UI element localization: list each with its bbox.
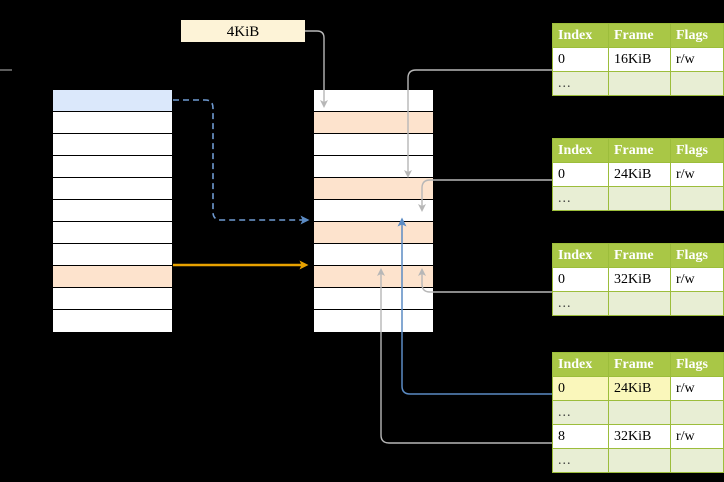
cell-flags: r/w bbox=[670, 376, 724, 401]
column-header-frame: Frame bbox=[608, 138, 671, 163]
physical-cell-1 bbox=[314, 112, 433, 134]
column-header-frame: Frame bbox=[608, 243, 671, 268]
cell-index: 0 bbox=[552, 267, 609, 292]
virtual-cell-10 bbox=[53, 310, 172, 332]
cell-index: ... bbox=[552, 400, 609, 425]
column-header-flags: Flags bbox=[670, 243, 724, 268]
column-header-index: Index bbox=[552, 138, 609, 163]
virtual-cell-7 bbox=[53, 244, 172, 266]
connector-table3-to-physical8 bbox=[418, 268, 552, 293]
physical-cell-9 bbox=[314, 288, 433, 310]
column-header-index: Index bbox=[552, 243, 609, 268]
table-row[interactable]: ... bbox=[552, 291, 724, 316]
virtual-cell-0 bbox=[53, 90, 172, 112]
virtual-cell-6 bbox=[53, 222, 172, 244]
cell-frame: 16KiB bbox=[608, 47, 671, 72]
cell-flags bbox=[670, 291, 724, 316]
physical-cell-8 bbox=[314, 266, 433, 288]
cell-flags bbox=[670, 448, 724, 473]
cell-frame: 24KiB bbox=[608, 162, 671, 187]
cell-index: 0 bbox=[552, 47, 609, 72]
cell-flags bbox=[670, 186, 724, 211]
cell-index: 0 bbox=[552, 162, 609, 187]
cell-flags: r/w bbox=[670, 47, 724, 72]
cell-frame: 24KiB bbox=[608, 376, 671, 401]
column-header-flags: Flags bbox=[670, 352, 724, 377]
table-row[interactable]: ... bbox=[552, 400, 724, 425]
cell-frame bbox=[608, 71, 671, 96]
cell-frame bbox=[608, 186, 671, 211]
column-header-frame: Frame bbox=[608, 23, 671, 48]
cell-flags: r/w bbox=[670, 424, 724, 449]
virtual-cell-8 bbox=[53, 266, 172, 288]
virtual-cell-1 bbox=[53, 112, 172, 134]
column-header-index: Index bbox=[552, 352, 609, 377]
cell-index: ... bbox=[552, 71, 609, 96]
column-header-flags: Flags bbox=[670, 138, 724, 163]
virtual-cell-2 bbox=[53, 134, 172, 156]
cell-frame bbox=[608, 400, 671, 425]
physical-cell-7 bbox=[314, 244, 433, 266]
cell-index: ... bbox=[552, 186, 609, 211]
table-row[interactable]: ... bbox=[552, 71, 724, 96]
cell-index: 8 bbox=[552, 424, 609, 449]
physical-cell-4 bbox=[314, 178, 433, 200]
physical-cell-5 bbox=[314, 200, 433, 222]
cell-index: ... bbox=[552, 291, 609, 316]
physical-cell-0 bbox=[314, 90, 433, 112]
cell-flags: r/w bbox=[670, 162, 724, 187]
column-header-flags: Flags bbox=[670, 23, 724, 48]
table-row[interactable]: ... bbox=[552, 186, 724, 211]
cell-frame bbox=[608, 448, 671, 473]
column-header-index: Index bbox=[552, 23, 609, 48]
page-size-chip: 4KiB bbox=[181, 20, 305, 42]
connector-table2-to-physical6 bbox=[418, 179, 552, 212]
cell-index: 0 bbox=[552, 376, 609, 401]
cell-flags: r/w bbox=[670, 267, 724, 292]
virtual-cell-4 bbox=[53, 178, 172, 200]
cell-flags bbox=[670, 71, 724, 96]
physical-cell-3 bbox=[314, 156, 433, 178]
physical-cell-6 bbox=[314, 222, 433, 244]
virtual-cell-5 bbox=[53, 200, 172, 222]
column-header-frame: Frame bbox=[608, 352, 671, 377]
physical-cell-2 bbox=[314, 134, 433, 156]
virtual-cell-9 bbox=[53, 288, 172, 310]
virtual-cell-3 bbox=[53, 156, 172, 178]
cell-frame bbox=[608, 291, 671, 316]
cell-frame: 32KiB bbox=[608, 424, 671, 449]
table-row[interactable]: ... bbox=[552, 448, 724, 473]
cell-flags bbox=[670, 400, 724, 425]
physical-cell-10 bbox=[314, 310, 433, 332]
physical-memory-column bbox=[313, 89, 434, 332]
connector-virtual0-to-physical6 bbox=[173, 99, 310, 225]
cell-index: ... bbox=[552, 448, 609, 473]
virtual-address-column bbox=[52, 89, 173, 332]
cell-frame: 32KiB bbox=[608, 267, 671, 292]
